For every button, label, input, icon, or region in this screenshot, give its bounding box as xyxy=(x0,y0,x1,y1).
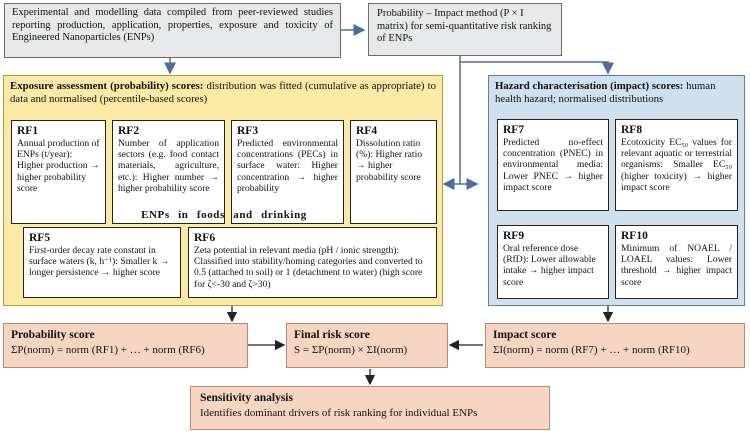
rf3-id: RF3 xyxy=(237,125,259,137)
rf6-card: RF6 Zeta potential in relevant media (pH… xyxy=(188,227,437,298)
rf10-id: RF10 xyxy=(621,230,648,242)
rf10-card: RF10 Minimum of NOAEL / LOAEL values: Lo… xyxy=(615,225,738,299)
rf1-card: RF1 Annual production of ENPs (t/year): … xyxy=(11,120,106,224)
hazard-title: Hazard characterisation (impact) scores: xyxy=(495,80,684,92)
exposure-subheading-text: ENPs in foods and drinking xyxy=(141,209,307,221)
rf4-id: RF4 xyxy=(356,125,378,137)
hazard-characterisation-panel: Hazard characterisation (impact) scores:… xyxy=(488,75,745,306)
rf4-text: Dissolution ratio (%): Higher ratio → hi… xyxy=(356,138,423,183)
rf10-text: Minimum of NOAEL / LOAEL values: Lower t… xyxy=(621,243,732,288)
probability-score-box: Probability score ΣP(norm) = norm (RF1) … xyxy=(3,323,248,368)
rf9-id: RF9 xyxy=(503,230,525,242)
rf6-id: RF6 xyxy=(194,232,216,244)
hazard-desc: human health hazard; normalised distribu… xyxy=(495,80,716,105)
rf8-card: RF8 Ecotoxicity EC₅₀ values for relevant… xyxy=(615,119,738,211)
rf5-text: First-order decay rate constant in surfa… xyxy=(29,245,170,279)
method-text: Probability – Impact method (P × I matri… xyxy=(377,8,552,44)
rf5-id: RF5 xyxy=(29,232,51,244)
method-box: Probability – Impact method (P × I matri… xyxy=(368,3,562,56)
rf9-text: Oral reference dose (RfD): Lower allowab… xyxy=(503,243,596,288)
rf3-text: Predicted environmental concentrations (… xyxy=(237,138,338,194)
rf9-card: RF9 Oral reference dose (RfD): Lower all… xyxy=(497,225,609,299)
probability-score-title: Probability score xyxy=(11,329,95,341)
source-data-box: Experimental and modelling data compiled… xyxy=(4,3,341,58)
sensitivity-analysis-box: Sensitivity analysis Identifies dominant… xyxy=(190,386,550,430)
rf3-card: RF3 Predicted environmental concentratio… xyxy=(231,120,344,224)
impact-score-title: Impact score xyxy=(493,329,557,341)
rf4-card: RF4 Dissolution ratio (%): Higher ratio … xyxy=(350,120,437,224)
exposure-assessment-panel: Exposure assessment (probability) scores… xyxy=(3,75,443,306)
rf2-card: RF2 Number of application sectors (e.g. … xyxy=(112,120,225,224)
impact-score-box: Impact score ΣI(norm) = norm (RF7) + … +… xyxy=(485,323,745,368)
rf6-text: Zeta potential in relevant media (pH / i… xyxy=(194,245,423,290)
exposure-subheading: ENPs in foods and drinking xyxy=(4,209,444,221)
rf5-card: RF5 First-order decay rate constant in s… xyxy=(23,227,181,298)
exposure-title: Exposure assessment (probability) scores… xyxy=(10,80,204,92)
probability-score-formula: ΣP(norm) = norm (RF1) + … + norm (RF6) xyxy=(11,344,205,356)
final-risk-score-formula: S = ΣP(norm) × ΣI(norm) xyxy=(294,344,408,356)
hazard-header: Hazard characterisation (impact) scores:… xyxy=(495,80,741,106)
rf8-id: RF8 xyxy=(621,124,643,136)
rf1-id: RF1 xyxy=(17,125,39,137)
sensitivity-analysis-text: Identifies dominant drivers of risk rank… xyxy=(200,407,478,419)
rf1-text: Annual production of ENPs (t/year): High… xyxy=(17,138,100,194)
exposure-desc: distribution was fitted (cumulative as a… xyxy=(10,80,436,105)
rf2-text: Number of application sectors (e.g. food… xyxy=(118,138,219,194)
exposure-header: Exposure assessment (probability) scores… xyxy=(10,80,436,106)
sensitivity-analysis-title: Sensitivity analysis xyxy=(200,392,293,404)
rf7-text: Predicted no-effect concentration (PNEC)… xyxy=(503,137,603,193)
rf7-card: RF7 Predicted no-effect concentration (P… xyxy=(497,119,609,211)
rf2-id: RF2 xyxy=(118,125,140,137)
rf8-text: Ecotoxicity EC₅₀ values for relevant aqu… xyxy=(621,137,732,193)
final-risk-score-box: Final risk score S = ΣP(norm) × ΣI(norm) xyxy=(286,323,448,368)
source-data-text: Experimental and modelling data compiled… xyxy=(12,7,333,43)
arrow-method-to-hazard xyxy=(459,56,614,75)
impact-score-formula: ΣI(norm) = norm (RF7) + … + norm (RF10) xyxy=(493,344,690,356)
final-risk-score-title: Final risk score xyxy=(294,329,370,341)
rf7-id: RF7 xyxy=(503,124,525,136)
